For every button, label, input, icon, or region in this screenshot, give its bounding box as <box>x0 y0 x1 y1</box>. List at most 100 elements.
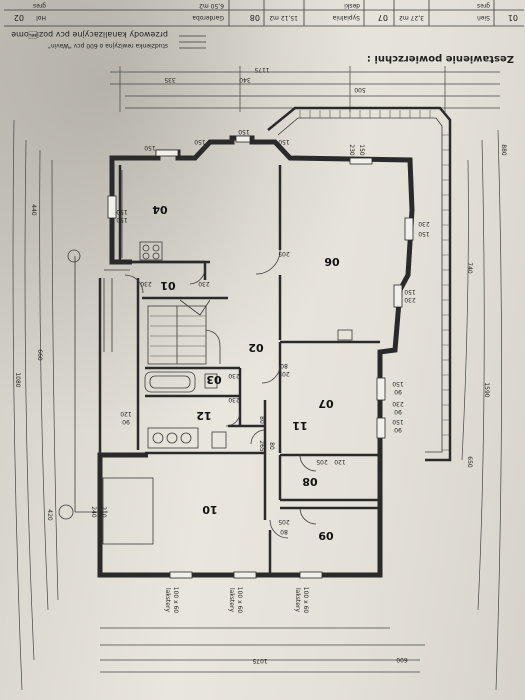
terrace <box>267 106 452 462</box>
window <box>349 157 373 165</box>
room-08: 08 <box>302 475 317 488</box>
window <box>233 571 257 579</box>
window-label-2: 100 x 60 <box>236 587 243 614</box>
room-04: 04 <box>152 203 168 216</box>
room-07: 07 <box>318 397 333 410</box>
doors <box>124 249 317 539</box>
svg-text:90: 90 <box>394 426 402 433</box>
svg-text:90: 90 <box>394 388 402 395</box>
window <box>107 195 117 219</box>
dim-left-d: 420 <box>46 509 53 521</box>
svg-text:80: 80 <box>268 442 275 450</box>
table-no-3: 08 <box>250 13 260 22</box>
svg-text:265: 265 <box>258 440 265 452</box>
svg-text:120: 120 <box>120 410 132 417</box>
dim-right-c: 1590 <box>483 382 490 397</box>
svg-text:230: 230 <box>404 296 416 303</box>
svg-text:205: 205 <box>278 370 290 377</box>
svg-text:230: 230 <box>348 144 355 156</box>
manhole-icon <box>67 249 81 263</box>
svg-text:80: 80 <box>280 528 288 535</box>
room-10: 10 <box>202 503 218 516</box>
title-group: Zestawienie powierzchni : <box>367 53 514 64</box>
toilet-icon <box>204 373 218 389</box>
window-label-1: 100 x 60 <box>172 587 179 614</box>
manhole-icon <box>58 504 74 520</box>
svg-text:230: 230 <box>198 280 210 287</box>
window <box>235 135 251 143</box>
bathtub-icon <box>144 371 196 393</box>
table-no-2: 07 <box>378 13 388 22</box>
svg-text:150: 150 <box>116 216 128 223</box>
dim-left-c: 1080 <box>14 372 21 387</box>
window <box>155 149 179 157</box>
bottom-dimensions: 1075 600 <box>100 627 425 673</box>
svg-text:205: 205 <box>316 458 328 465</box>
svg-text:80: 80 <box>258 416 265 424</box>
window <box>404 217 414 241</box>
sink-icon <box>211 431 227 449</box>
dim-left-b: 660 <box>36 349 43 361</box>
dim-top-total: 1175 <box>254 66 269 73</box>
window <box>169 571 193 579</box>
room-03: 03 <box>206 373 221 386</box>
table-name-1: Sień <box>477 14 490 21</box>
window <box>393 284 403 308</box>
svg-text:80: 80 <box>280 362 288 369</box>
svg-text:230: 230 <box>418 220 430 227</box>
dim-bottom-total: 1075 <box>252 657 267 664</box>
area-title: Zestawienie powierzchni : <box>367 53 514 64</box>
room-labels: 04 01 06 02 03 07 11 12 08 10 09 <box>152 203 340 542</box>
svg-text:lakstery: lakstery <box>228 588 235 612</box>
dim-left-a: 440 <box>30 204 37 216</box>
svg-text:120: 120 <box>334 458 346 465</box>
svg-text:150: 150 <box>238 128 250 135</box>
svg-text:240: 240 <box>90 506 97 518</box>
svg-text:230: 230 <box>392 400 404 407</box>
table-area-3: 6,50 m2 <box>199 2 224 9</box>
svg-text:150: 150 <box>194 138 206 145</box>
right-dimensions: 880 740 1590 650 <box>461 129 507 691</box>
opening-dimensions: 150 150 150 150 230 150 150 150 230 150 … <box>90 128 430 535</box>
dim-bottom-a: 600 <box>396 656 408 663</box>
left-dimensions: 440 660 1080 420 <box>12 119 108 691</box>
table-no-1: 01 <box>508 13 518 22</box>
room-06: 06 <box>324 255 340 268</box>
area-table: 01 Sień gres 3,27 m2 07 Sypialnia deski … <box>4 0 524 49</box>
window <box>376 417 386 439</box>
svg-text:150: 150 <box>404 288 416 295</box>
staircase <box>147 299 221 365</box>
svg-text:lakstery: lakstery <box>164 588 171 612</box>
svg-text:90: 90 <box>394 408 402 415</box>
washing-machine-icon <box>147 427 199 449</box>
table-name-4: Hol <box>36 14 46 21</box>
svg-text:150: 150 <box>144 144 156 151</box>
dim-top-a: 335 <box>164 76 176 83</box>
windows <box>107 135 414 579</box>
table-name-2: Sypialnia <box>332 14 360 21</box>
room-12: 12 <box>196 409 211 422</box>
svg-text:230: 230 <box>228 372 240 379</box>
svg-text:205: 205 <box>278 518 290 525</box>
dim-right-b: 740 <box>466 262 473 274</box>
svg-text:150: 150 <box>418 230 430 237</box>
window <box>299 571 323 579</box>
svg-text:210: 210 <box>100 506 107 518</box>
table-name-3: Garderoba <box>192 14 224 21</box>
window-label-3: 100 x 60 <box>302 587 309 614</box>
dim-right-a: 880 <box>500 144 507 156</box>
room-01: 01 <box>160 279 175 292</box>
svg-text:150: 150 <box>392 380 404 387</box>
table-sub-2: deski <box>344 2 360 9</box>
garage-bay <box>102 477 154 545</box>
dim-top-c: 500 <box>354 86 366 93</box>
room-09: 09 <box>318 529 333 542</box>
dim-right-d: 650 <box>466 456 473 468</box>
stove-icon <box>139 241 163 261</box>
table-no-4: 02 <box>14 13 24 22</box>
table-sub-4: gres <box>33 2 46 9</box>
svg-text:150: 150 <box>278 138 290 145</box>
